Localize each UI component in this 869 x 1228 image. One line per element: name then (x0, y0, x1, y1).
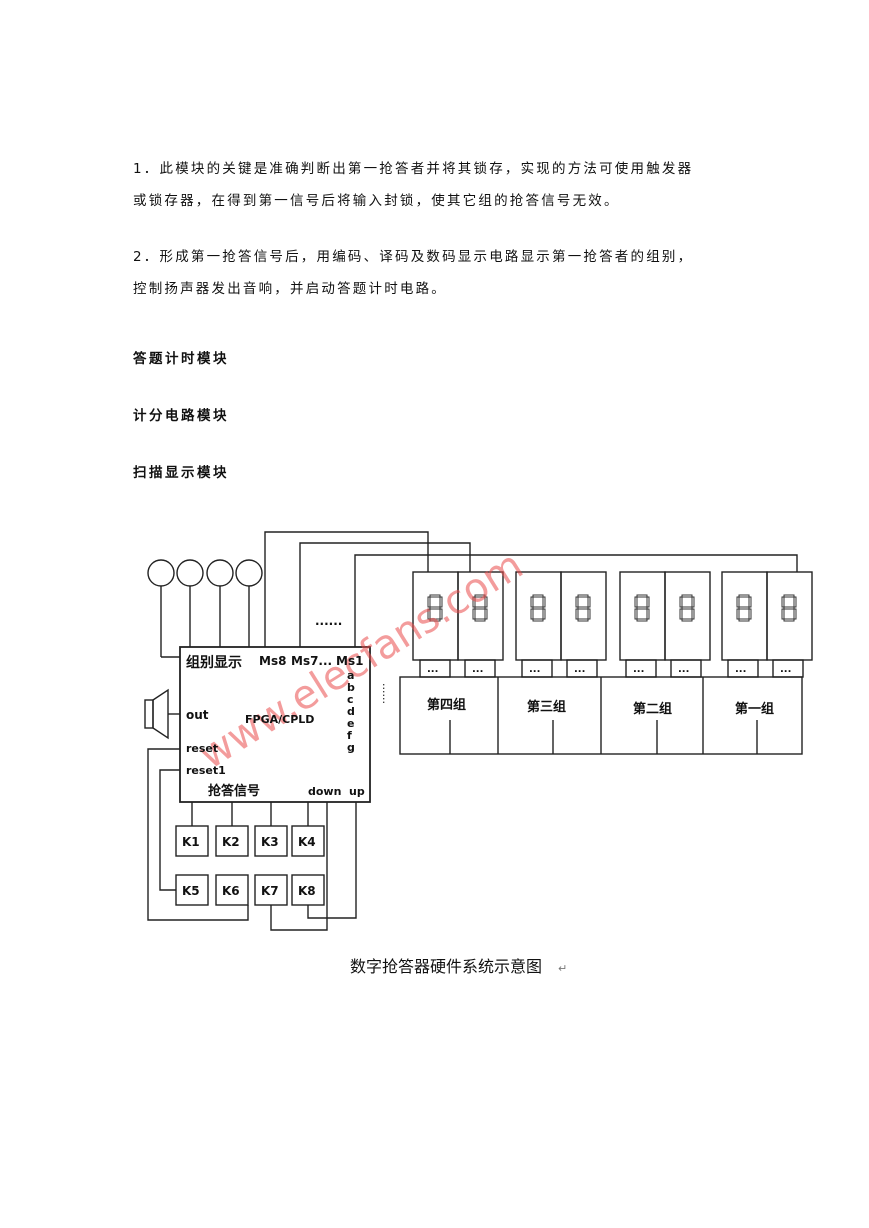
segment-label-d: d (347, 705, 355, 718)
segment-label-e: e (347, 717, 354, 730)
paragraph-1-line-2: 或锁存器，在得到第一信号后将输入封锁，使其它组的抢答信号无效。 (133, 193, 620, 209)
fpga-chip-box (179, 646, 371, 803)
chip-down-label: down (308, 785, 341, 798)
chip-group-display-label: 组别显示 (186, 654, 242, 671)
paragraph-2-line-2: 控制扬声器发出音响，并启动答题计时电路。 (133, 281, 447, 297)
caption-return-mark: ↵ (558, 962, 567, 975)
paragraph-2: 2．形成第一抢答信号后，用编码、译码及数码显示电路显示第一抢答者的组别， 控制扬声… (133, 241, 753, 305)
paragraph-2-line-1: 2．形成第一抢答信号后，用编码、译码及数码显示电路显示第一抢答者的组别， (133, 249, 694, 265)
led-circle-1 (147, 559, 175, 587)
dp-mark: ... (678, 664, 689, 675)
heading-scan-display: 扫描显示模块 (133, 465, 229, 481)
led-circle-4 (235, 559, 263, 587)
key-k8: K8 (298, 884, 316, 898)
chip-reset1-label: reset1 (186, 764, 226, 777)
dp-mark: ... (574, 664, 585, 675)
group-label-2: 第二组 (633, 701, 672, 717)
dp-mark: ... (529, 664, 540, 675)
segment-label-c: c (347, 693, 354, 706)
key-k6: K6 (222, 884, 240, 898)
chip-reset-label: reset (186, 742, 218, 755)
bus-dots-vertical: ...... (380, 683, 393, 704)
chip-out-label: out (186, 708, 209, 722)
figure-caption: 数字抢答器硬件系统示意图 (350, 957, 542, 976)
dp-mark: ... (735, 664, 746, 675)
key-k5: K5 (182, 884, 200, 898)
group-label-3: 第三组 (527, 699, 566, 715)
led-circle-2 (176, 559, 204, 587)
chip-ms7-label: Ms7... (291, 654, 332, 668)
key-k3: K3 (261, 835, 279, 849)
dp-mark: ... (427, 664, 438, 675)
key-k7: K7 (261, 884, 279, 898)
dp-mark: ... (472, 664, 483, 675)
paragraph-1-line-1: 1．此模块的关键是准确判断出第一抢答者并将其锁存，实现的方法可使用触发器 (133, 161, 694, 177)
key-k4: K4 (298, 835, 316, 849)
group-label-1: 第一组 (735, 701, 774, 717)
key-k2: K2 (222, 835, 240, 849)
segment-label-b: b (347, 681, 355, 694)
chip-up-label: up (349, 785, 365, 798)
chip-fpga-label: FPGA/CPLD (245, 713, 314, 726)
segment-label-f: f (347, 729, 352, 742)
segment-label-g: g (347, 741, 355, 754)
segment-label-a: a (347, 669, 354, 682)
chip-ms8-label: Ms8 (259, 654, 286, 668)
heading-score-circuit: 计分电路模块 (133, 408, 229, 424)
paragraph-1: 1．此模块的关键是准确判断出第一抢答者并将其锁存，实现的方法可使用触发器或锁存器… (133, 153, 753, 217)
group-label-4: 第四组 (427, 697, 466, 713)
bus-dots: ...... (315, 614, 342, 628)
key-k1: K1 (182, 835, 200, 849)
chip-ms1-label: Ms1 (336, 654, 363, 668)
dp-mark: ... (633, 664, 644, 675)
chip-buzz-signal-label: 抢答信号 (208, 783, 260, 799)
heading-answer-timer: 答题计时模块 (133, 351, 229, 367)
hardware-diagram: www.elecfans.com 组别显示 Ms8 Ms7... Ms1 out… (144, 531, 813, 976)
led-circle-3 (206, 559, 234, 587)
dp-mark: ... (780, 664, 791, 675)
